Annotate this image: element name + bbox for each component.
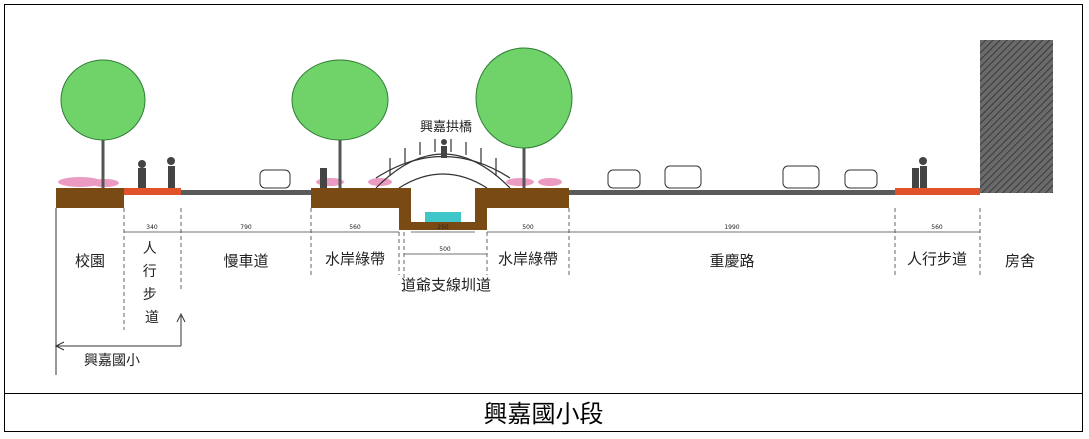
sidewalk-right-surface (895, 188, 980, 195)
dim-channel: 250 (437, 224, 449, 231)
slow-lane-surface (181, 190, 311, 195)
label-road: 重慶路 (709, 252, 754, 270)
label-sidewalk-right: 人行步道 (907, 250, 967, 268)
tree-green-right (475, 47, 573, 188)
label-green-right: 水岸綠帶 (498, 250, 558, 268)
label-building: 房舍 (1005, 252, 1035, 270)
label-sidewalk-left-char-2: 行 (143, 264, 157, 280)
caption-divider (4, 393, 1083, 394)
dim-green-left: 560 (349, 224, 361, 231)
label-bridge: 興嘉拱橋 (420, 120, 472, 135)
label-slow-lane: 慢車道 (223, 252, 268, 270)
pedestrians (138, 139, 927, 188)
sidewalk-left-surface (124, 188, 181, 195)
dim-slow-lane: 790 (240, 224, 252, 231)
figure-caption: 興嘉國小段 (483, 400, 604, 428)
road-surface (569, 190, 895, 195)
label-sidewalk-left: 人 行 步 道 (143, 241, 161, 326)
dim-sidewalk-left: 340 (146, 224, 158, 231)
label-sidewalk-left-char-1: 人 (143, 241, 157, 257)
dim-road: 1990 (724, 224, 739, 231)
tree-campus (60, 59, 146, 188)
label-green-left: 水岸綠帶 (325, 250, 385, 268)
arch-bridge (375, 139, 511, 189)
figure-frame (4, 4, 1083, 432)
ditch-channel (399, 188, 487, 230)
label-sidewalk-left-char-4: 道 (145, 310, 159, 326)
tree-green-left (291, 59, 389, 188)
dimension-values: 340 790 560 250 500 500 1990 560 (146, 224, 943, 253)
dim-ditch: 500 (439, 246, 451, 253)
dim-sidewalk-right: 560 (931, 224, 943, 231)
green-left-ground (311, 188, 399, 208)
green-right-ground (487, 188, 569, 208)
section-guides (123, 208, 981, 330)
campus-ground (56, 188, 124, 208)
label-ditch: 道爺支線圳道 (401, 276, 491, 294)
label-sidewalk-left-char-3: 步 (143, 287, 157, 303)
school-arrow (54, 208, 186, 375)
dim-green-right: 500 (522, 224, 534, 231)
dimension-lines (124, 231, 980, 255)
cross-section-diagram: 340 790 560 250 500 500 1990 560 校園 慢車道 … (54, 40, 1053, 375)
label-campus: 校園 (75, 252, 105, 270)
ditch-water (425, 212, 461, 222)
building-block (980, 40, 1053, 193)
flowers (58, 177, 562, 187)
label-school: 興嘉國小 (84, 353, 140, 369)
cars (259, 165, 878, 189)
